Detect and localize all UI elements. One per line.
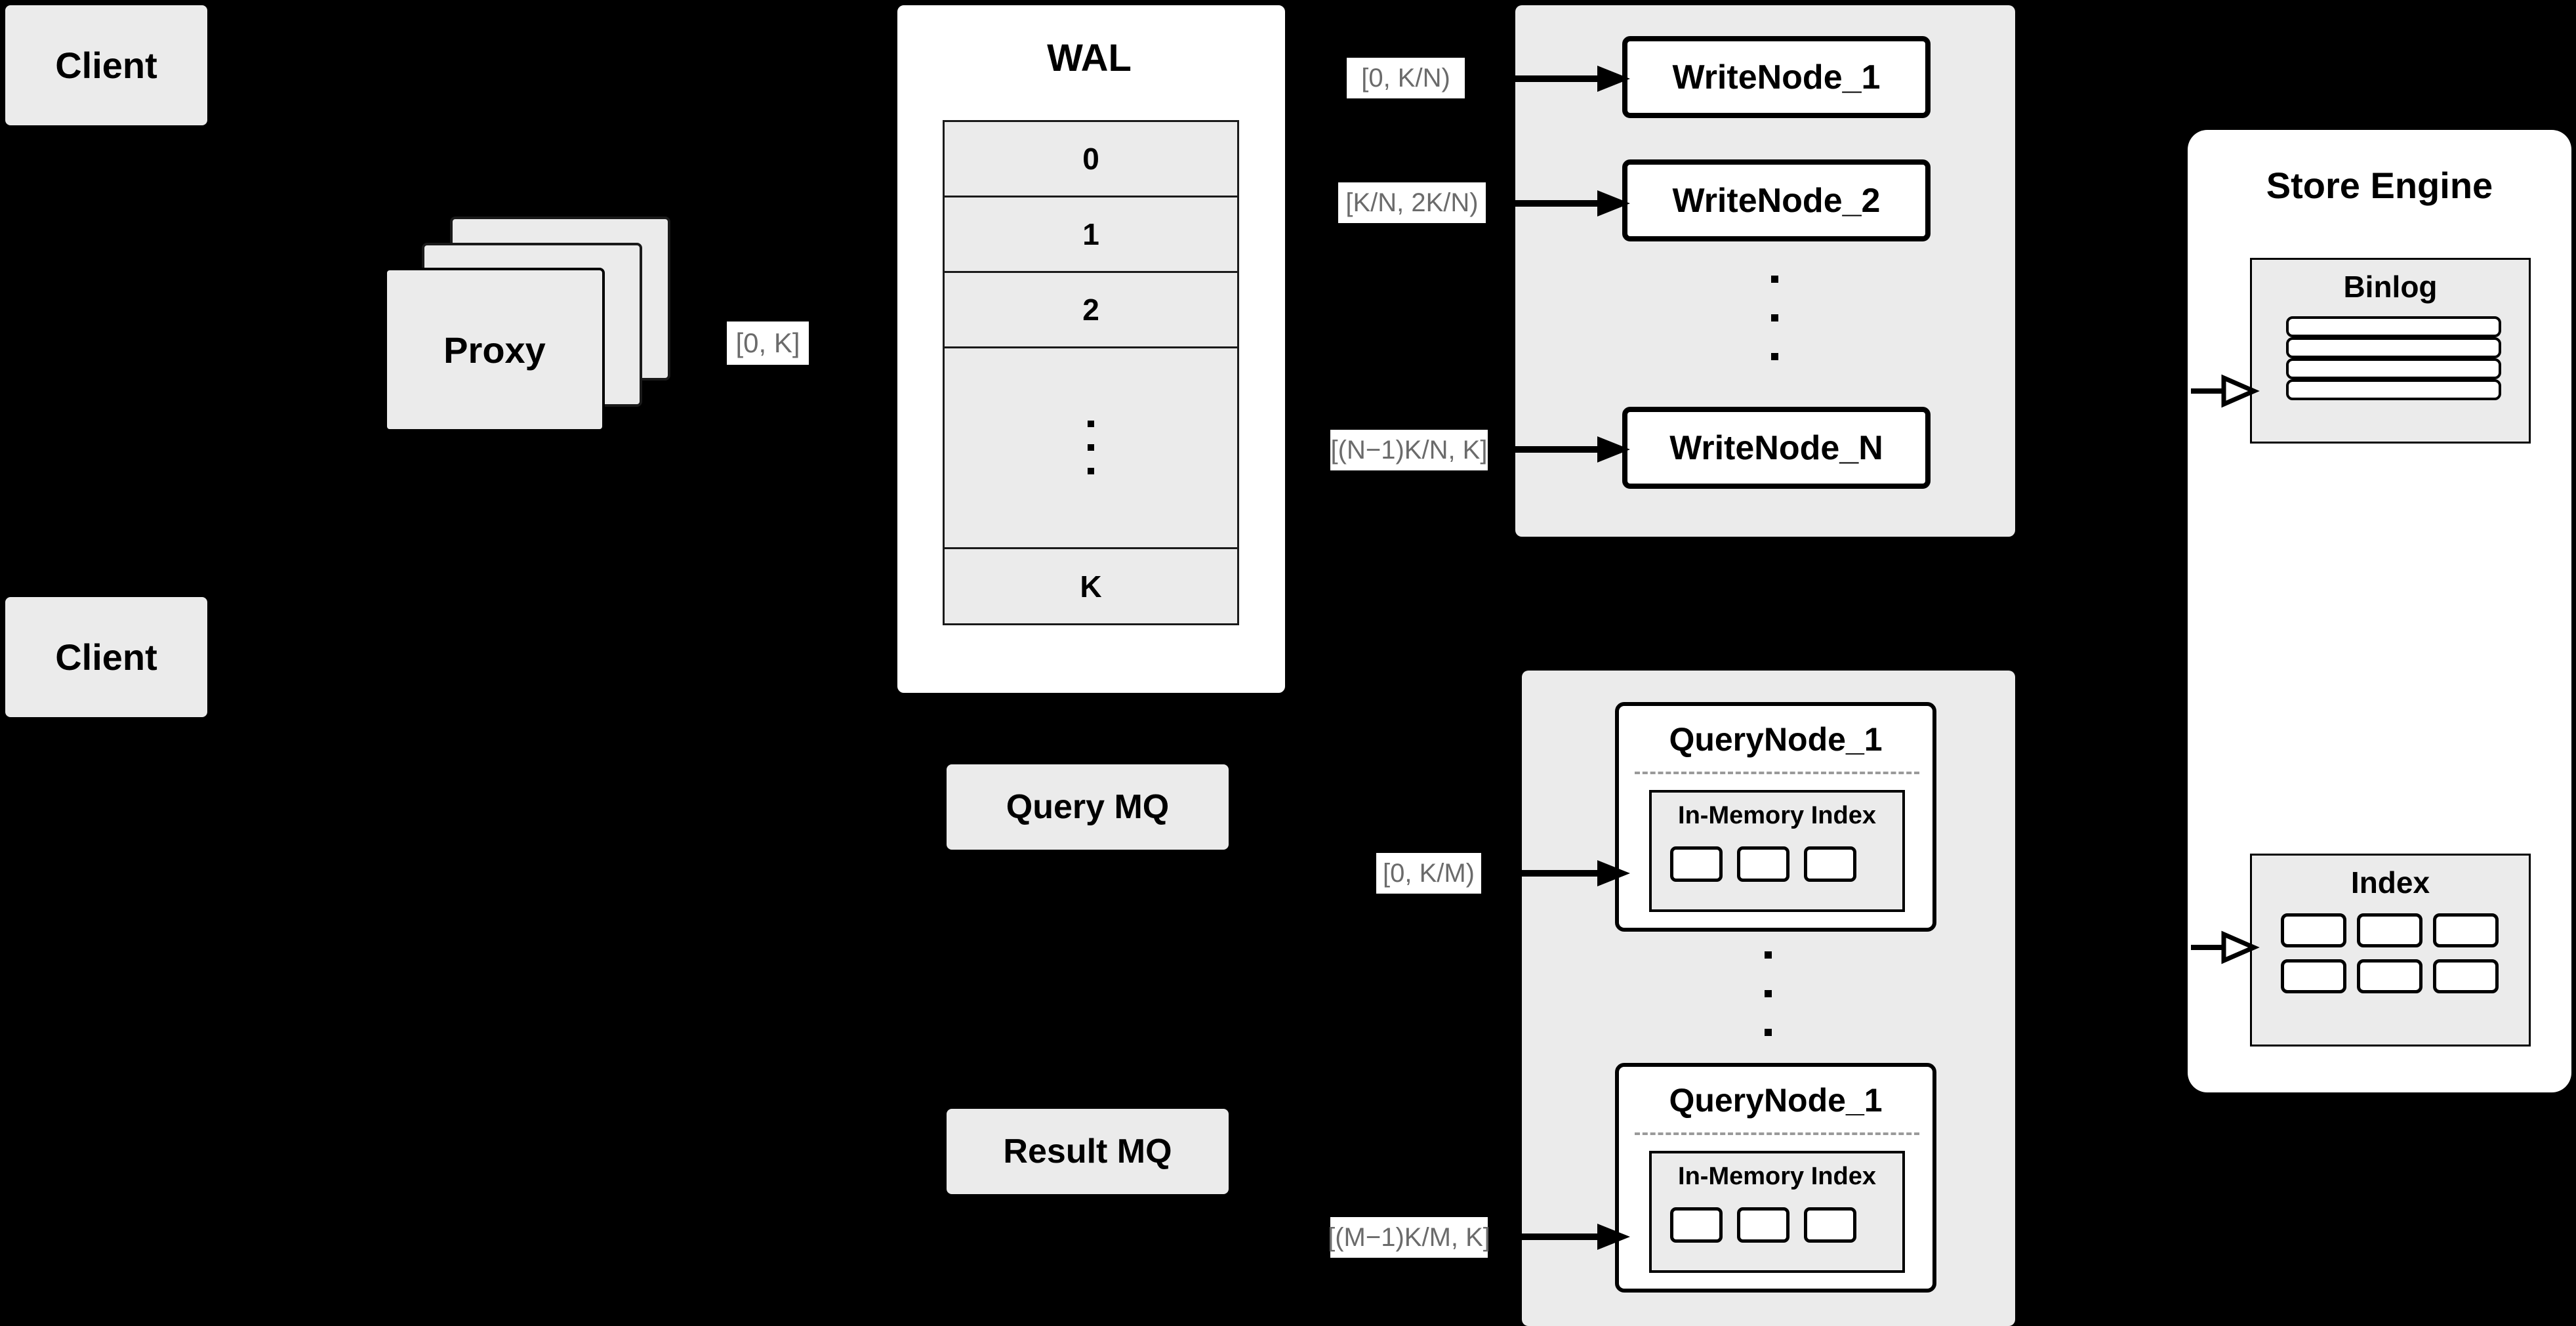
ellipsis-dot-icon [1771,276,1778,283]
arrow-to-write-node-n [1489,436,1630,463]
arrow-to-write-node-2 [1489,190,1630,217]
arrow-to-query-node-m [1489,1224,1630,1250]
binlog-title: Binlog [2343,270,2438,304]
binlog-row[interactable] [2286,379,2501,400]
ellipsis-dot-icon [1765,951,1772,959]
client-box-top[interactable]: Client [5,5,207,125]
wal-row[interactable]: 2 [945,272,1237,348]
proxy-label: Proxy [443,329,546,371]
ellipsis-dot-icon [1765,990,1772,997]
ellipsis-dot-icon [1771,314,1778,321]
wal-row[interactable]: K [945,549,1237,624]
arrow-to-binlog [2191,374,2260,408]
binlog-row[interactable] [2286,316,2501,337]
index-cell[interactable] [1804,846,1856,882]
query-node-divider [1635,772,1919,774]
client-box-bottom[interactable]: Client [5,597,207,717]
binlog-box: Binlog [2250,258,2531,444]
query-node-1-range-label: [0, K/M) [1376,853,1481,894]
proxy-range-label: [0, K] [727,321,809,365]
query-node-title: QueryNode_1 [1669,1082,1883,1119]
index-title: Index [2350,865,2430,900]
index-cell[interactable] [1804,1207,1856,1243]
write-node-n-range-label: [(N−1)K/N, K] [1330,430,1488,470]
wal-row[interactable]: 0 [945,122,1237,197]
index-cell[interactable] [2281,959,2346,993]
index-grid [2281,913,2499,993]
binlog-row[interactable] [2286,358,2501,379]
binlog-row[interactable] [2286,337,2501,358]
in-memory-index-cells [1670,1207,1856,1243]
result-mq-box[interactable]: Result MQ [947,1109,1229,1194]
in-memory-index-box: In-Memory Index [1649,1151,1905,1273]
wal-row-ellipsis [945,348,1237,550]
query-node-1[interactable]: QueryNode_1 In-Memory Index [1615,702,1936,932]
index-cell[interactable] [2433,959,2499,993]
arrow-to-write-node-1 [1489,66,1630,92]
write-node-n[interactable]: WriteNode_N [1622,407,1931,489]
index-cell[interactable] [1670,1207,1723,1243]
wal-row[interactable]: 1 [945,197,1237,273]
in-memory-index-box: In-Memory Index [1649,790,1905,912]
client-label: Client [55,45,157,86]
arrow-to-query-node-1 [1489,860,1630,886]
store-engine-title: Store Engine [2266,165,2493,206]
ellipsis-dot-icon [1088,468,1094,475]
query-mq-box[interactable]: Query MQ [947,764,1229,850]
query-node-m-range-label: [(M−1)K/M, K] [1328,1217,1490,1258]
write-node-2[interactable]: WriteNode_2 [1622,159,1931,241]
query-node-divider [1635,1132,1919,1135]
index-cell[interactable] [1737,1207,1789,1243]
write-node-ellipsis [1771,276,1778,360]
in-memory-index-cells [1670,846,1856,882]
index-box: Index [2250,854,2531,1046]
write-node-1-range-label: [0, K/N) [1347,58,1465,98]
ellipsis-dot-icon [1765,1029,1772,1036]
proxy-box[interactable]: Proxy [384,268,605,432]
in-memory-index-title: In-Memory Index [1678,802,1876,829]
index-cell[interactable] [1670,846,1723,882]
write-node-2-range-label: [K/N, 2K/N) [1338,182,1486,223]
write-node-1[interactable]: WriteNode_1 [1622,36,1931,118]
query-node-ellipsis [1765,951,1772,1036]
arrow-to-index [2191,930,2260,964]
index-cell[interactable] [2281,913,2346,947]
client-label: Client [55,636,157,678]
index-cell[interactable] [2433,913,2499,947]
ellipsis-dot-icon [1088,421,1094,428]
index-cell[interactable] [2357,959,2423,993]
in-memory-index-title: In-Memory Index [1678,1163,1876,1190]
binlog-rows [2286,316,2501,400]
index-cell[interactable] [2357,913,2423,947]
wal-title: WAL [1047,37,1132,79]
index-cell[interactable] [1737,846,1789,882]
ellipsis-dot-icon [1771,353,1778,360]
wal-table: 0 1 2 K [943,120,1239,625]
ellipsis-dot-icon [1088,444,1094,451]
query-node-title: QueryNode_1 [1669,721,1883,758]
query-node-m[interactable]: QueryNode_1 In-Memory Index [1615,1063,1936,1293]
